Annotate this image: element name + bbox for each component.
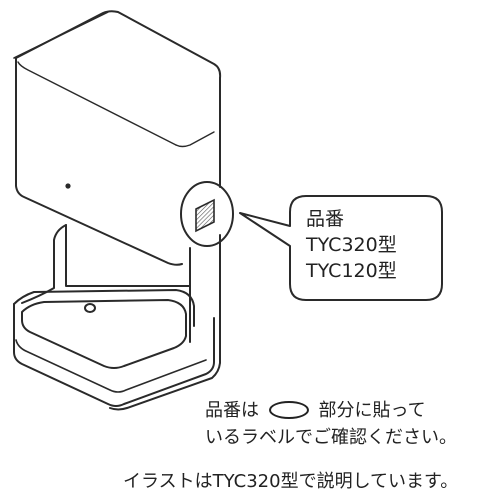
dryer-top-face (15, 10, 222, 96)
illustration-caption: イラストはTYC320型で説明しています。 (123, 471, 459, 492)
note-text-3: いるラベルでご確認ください。 (205, 427, 457, 448)
dryer-basin-inner (21, 299, 187, 369)
note-text-2: 部分に貼って (318, 400, 426, 421)
label-location-note: 品番は 部分に貼って いるラベルでご確認ください。 (205, 397, 457, 451)
note-text-1: 品番は (205, 400, 259, 421)
dryer-basin-lower-edge (15, 339, 207, 393)
dryer-cavity-back (65, 224, 191, 287)
dryer-front-top-edge (175, 131, 215, 148)
product-label-icon (195, 198, 215, 233)
dryer-basin-rim (13, 289, 195, 327)
dryer-top-inner (17, 61, 177, 146)
oval-marker-icon (268, 401, 309, 419)
model-callout: 品番 TYC320型 TYC120型 (288, 196, 442, 300)
dryer-right-edge-lower (109, 234, 221, 411)
callout-model-1: TYC320型 (306, 234, 397, 256)
dryer-front-upper (15, 57, 183, 266)
callout-model-2: TYC120型 (306, 260, 397, 282)
label-highlight-circle (180, 181, 234, 247)
dryer-cavity-left-rim (21, 224, 67, 304)
sensor-dot-icon (65, 183, 71, 189)
callout-label: 品番 (306, 208, 345, 230)
drain-hole (84, 303, 96, 313)
callout-bubble (239, 195, 443, 301)
dryer-basin-outer (13, 303, 215, 407)
